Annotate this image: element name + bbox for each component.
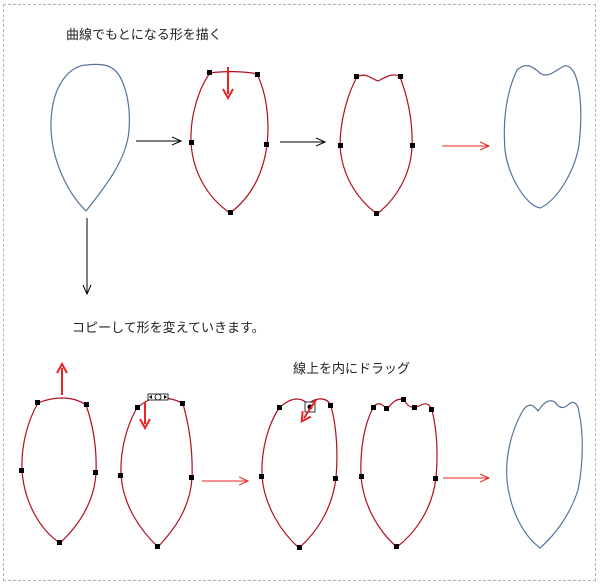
result-shape-1-outline — [503, 64, 582, 209]
figure-frame — [3, 4, 596, 581]
anchor-point — [359, 474, 364, 479]
anchor-point — [398, 74, 403, 79]
edit-shape-3-anchors — [338, 74, 415, 216]
base-shape-outline — [50, 63, 130, 212]
anchor-point — [19, 468, 24, 473]
move-cursor-icon — [147, 393, 169, 401]
edit-shape-7-outline — [261, 398, 338, 549]
anchor-point — [433, 476, 438, 481]
anchor-point — [401, 397, 406, 402]
anchor-point — [135, 405, 140, 410]
edit-shape-3-outline — [339, 74, 413, 215]
anchor-point — [207, 70, 212, 75]
caption-copy-and-reshape: コピーして形を変えていきます。 — [72, 321, 265, 336]
anchor-point — [228, 210, 233, 215]
anchor-point — [57, 540, 62, 545]
anchor-point — [384, 406, 389, 411]
anchor-point — [155, 544, 160, 549]
caption-draw-base: 曲線でもとになる形を描く — [66, 28, 222, 43]
anchor-point — [374, 211, 379, 216]
anchor-point — [277, 405, 282, 410]
anchor-point — [180, 401, 185, 406]
anchor-point — [93, 470, 98, 475]
anchor-point — [354, 74, 359, 79]
anchor-point — [255, 72, 260, 77]
anchor-point — [429, 407, 434, 412]
caption-drag-on-line: 線上を内にドラッグ — [293, 362, 411, 377]
anchor-point — [394, 544, 399, 549]
anchor-point — [297, 545, 302, 550]
anchor-point — [371, 405, 376, 410]
anchor-point — [118, 473, 123, 478]
anchor-point — [328, 403, 333, 408]
result-shape-2-outline — [506, 400, 583, 549]
anchor-point — [412, 405, 417, 410]
edit-shape-7-anchors — [259, 403, 338, 550]
drag-inward-arrow — [304, 399, 317, 418]
edit-shape-8-outline — [360, 398, 438, 548]
anchor-point — [264, 142, 269, 147]
anchor-point — [259, 474, 264, 479]
edit-shape-8-anchors — [359, 397, 438, 549]
anchor-point — [410, 143, 415, 148]
anchor-point — [333, 476, 338, 481]
edit-shape-2-anchors — [189, 70, 269, 215]
edit-shape-6-outline — [120, 396, 193, 548]
anchor-point — [35, 400, 40, 405]
anchor-point — [189, 475, 194, 480]
edit-shape-6-anchors — [118, 401, 194, 549]
anchor-point — [189, 140, 194, 145]
edit-shape-5-anchors — [19, 400, 98, 545]
anchor-point — [84, 402, 89, 407]
edit-shape-5-outline — [21, 397, 97, 544]
anchor-point — [338, 143, 343, 148]
edit-shape-2-outline — [190, 71, 269, 214]
